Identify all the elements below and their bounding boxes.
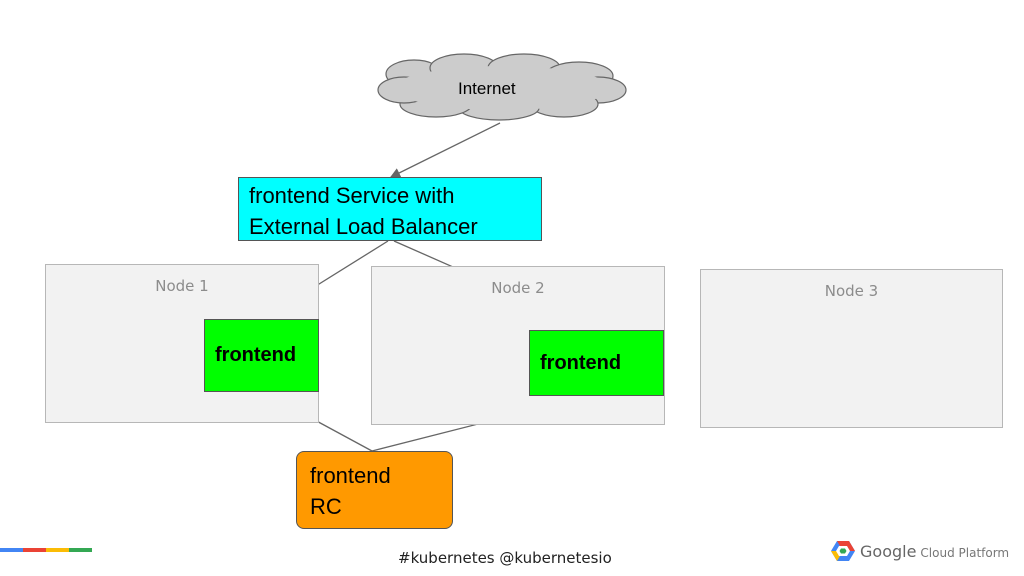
frontend-service-box: frontend Service with External Load Bala… xyxy=(238,177,542,241)
internet-cloud-icon xyxy=(377,53,627,121)
frontend-pod-2: frontend xyxy=(529,330,664,396)
rc-line-2: RC xyxy=(310,494,342,519)
stripe-green xyxy=(69,548,92,552)
internet-label: Internet xyxy=(458,79,516,98)
footer-hashtag: #kubernetes @kubernetesio xyxy=(398,549,612,567)
frontend-pod-1: frontend xyxy=(204,319,319,392)
node-2-label: Node 2 xyxy=(491,279,545,297)
google-cloud-hexagon-icon xyxy=(831,541,855,561)
node-3-label: Node 3 xyxy=(824,282,879,300)
arrow-internet-to-service xyxy=(389,122,501,178)
service-line-1: frontend Service with xyxy=(249,183,455,208)
stripe-yellow xyxy=(46,548,69,552)
service-line-2: External Load Balancer xyxy=(249,214,478,239)
google-wordmark: Google xyxy=(860,542,917,561)
cloud-platform-label: Cloud Platform xyxy=(920,546,1010,560)
stripe-blue xyxy=(0,548,23,552)
google-color-stripe xyxy=(0,548,92,552)
frontend-rc-box: frontend RC xyxy=(296,451,453,529)
stripe-red xyxy=(23,548,46,552)
node-1-label: Node 1 xyxy=(155,277,209,295)
node-3: Node 3 xyxy=(700,269,1003,428)
rc-line-1: frontend xyxy=(310,463,391,488)
